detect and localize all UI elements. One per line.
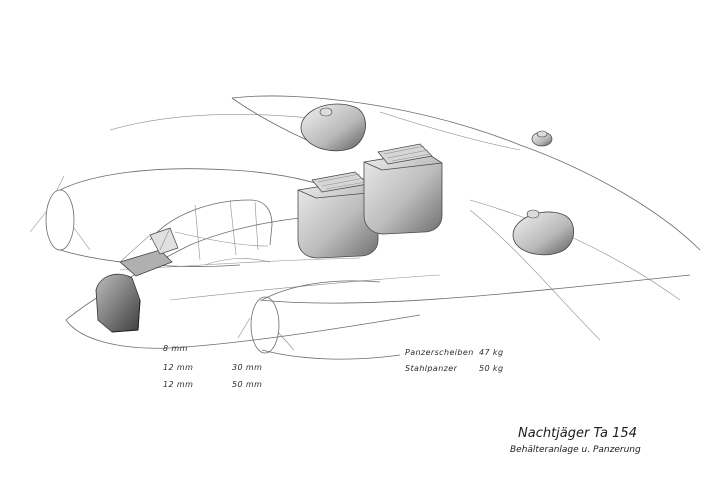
weight-row-2-name: Stahlpanzer [405,364,458,373]
armor-row-3-second: 50 mm [232,380,263,389]
drawing-title: Nachtjäger Ta 154 [518,426,637,441]
armor-row-1-thickness: 8 mm [163,344,188,353]
cockpit-canopy [149,199,273,266]
cockpit-armor [95,227,179,333]
right-engine-nacelle [237,280,401,360]
fuel-tank-front [297,171,379,259]
weight-row-1-name: Panzerscheiben [405,348,474,357]
drawing-subtitle: Behälteranlage u. Panzerung [510,445,641,455]
wing-tip-fitting [531,130,553,147]
wing-tank-outer [512,209,574,256]
wing-tank-upper [300,103,366,152]
fuel-tank-rear [363,143,443,235]
wing-outline [109,95,701,341]
armor-row-2-second: 30 mm [232,363,263,372]
weight-row-2-value: 50 kg [479,364,504,373]
weight-row-1-value: 47 kg [479,348,504,357]
armor-row-3-thickness: 12 mm [163,380,194,389]
armor-row-2-thickness: 12 mm [163,363,194,372]
